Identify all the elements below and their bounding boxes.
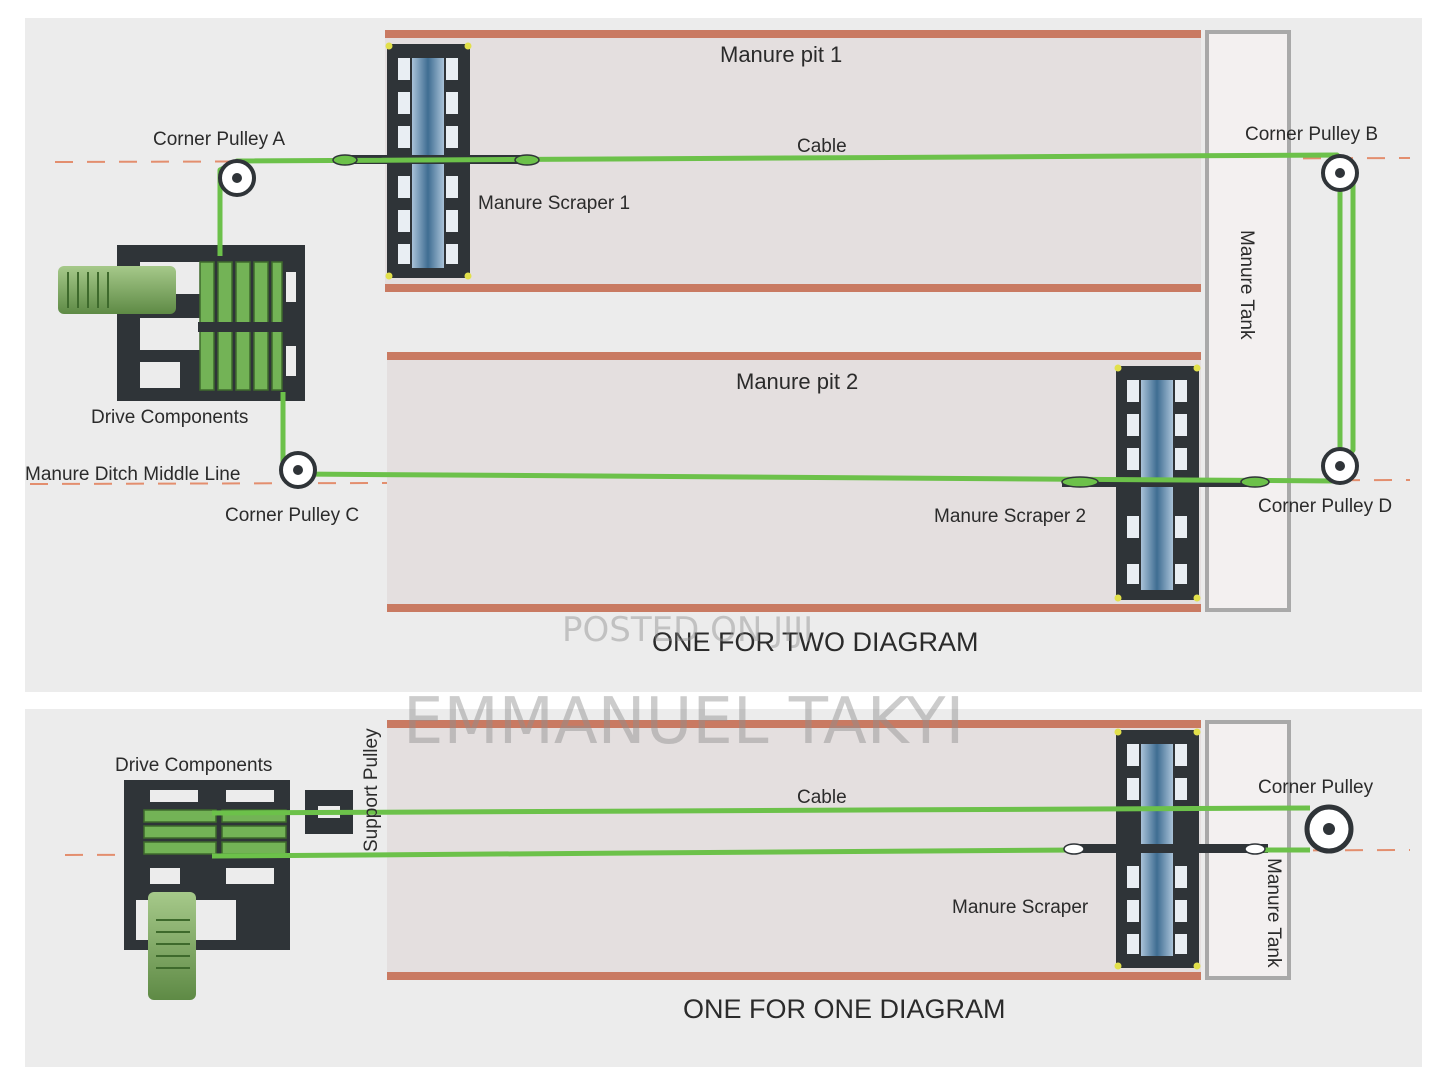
middle-line-label: Manure Ditch Middle Line [25, 464, 240, 485]
watermark-posted: POSTED ON JIJI [562, 610, 813, 650]
manure-scraper-label: Manure Scraper [952, 897, 1089, 918]
corner-pulley-label: Corner Pulley [1258, 777, 1374, 798]
corner-pulley-a-label: Corner Pulley A [153, 129, 285, 150]
cable-label-bottom: Cable [797, 787, 847, 808]
manure-pit-2-label: Manure pit 2 [736, 369, 858, 394]
corner-pulley-d [1321, 447, 1359, 485]
corner-pulley [1304, 804, 1354, 854]
manure-scraper [1068, 728, 1268, 970]
drive-components-top [58, 245, 305, 401]
bottom-diagram-title: ONE FOR ONE DIAGRAM [683, 994, 1006, 1024]
manure-tank-label-bottom: Manure Tank [1263, 858, 1284, 968]
cable-bottom [211, 805, 1311, 859]
top-diagram-title: ONE FOR TWO DIAGRAM [652, 627, 979, 657]
corner-pulley-c-label: Corner Pulley C [225, 505, 359, 526]
middle-line-bottom [29, 479, 1411, 485]
manure-pit-1-label: Manure pit 1 [720, 42, 842, 67]
cable-clamps-bottom [1063, 843, 1266, 855]
manure-scraper-1-label: Manure Scraper 1 [478, 193, 630, 214]
watermark-author: EMMANUEL TAKYI [403, 685, 964, 759]
manure-scraper-2 [1062, 364, 1262, 602]
corner-pulley-b [1321, 154, 1359, 192]
drive-components-label-bottom: Drive Components [115, 755, 272, 776]
corner-pulley-a [218, 159, 256, 197]
drive-components-bottom [124, 780, 290, 1000]
cable-label-top: Cable [797, 136, 847, 157]
corner-pulley-b-label: Corner Pulley B [1245, 124, 1378, 145]
manure-tank-top [1205, 30, 1291, 612]
cable-clamps-top [332, 154, 1270, 488]
bottom-diagram: Drive Components Support Pulley Cable Co… [25, 709, 1422, 1067]
drive-components-label-top: Drive Components [91, 407, 248, 428]
corner-pulley-d-label: Corner Pulley D [1258, 496, 1392, 517]
support-pulley-label: Support Pulley [361, 728, 382, 852]
top-diagram: Manure pit 1 Manure pit 2 Cable Manure S… [25, 18, 1422, 692]
corner-pulley-c [279, 451, 317, 489]
manure-tank-label-top: Manure Tank [1236, 230, 1257, 340]
manure-scraper-2-label: Manure Scraper 2 [934, 506, 1086, 527]
